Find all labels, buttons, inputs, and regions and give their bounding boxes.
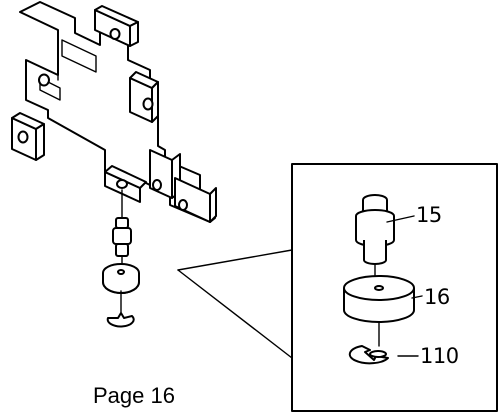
detail-grommet-part-16 [343,275,423,347]
callout-part-110: 110 [420,344,459,368]
zoom-leader-lines [177,249,293,359]
detail-inset-box [291,163,498,412]
detail-pin-part-15 [355,194,415,286]
callout-part-16: 16 [424,285,450,309]
callout-part-15: 15 [416,203,442,227]
detail-ering-part-110 [348,345,419,365]
mounting-bracket [11,1,217,223]
small-exploded-stack [102,189,140,328]
page-label: Page 16 [93,383,175,408]
